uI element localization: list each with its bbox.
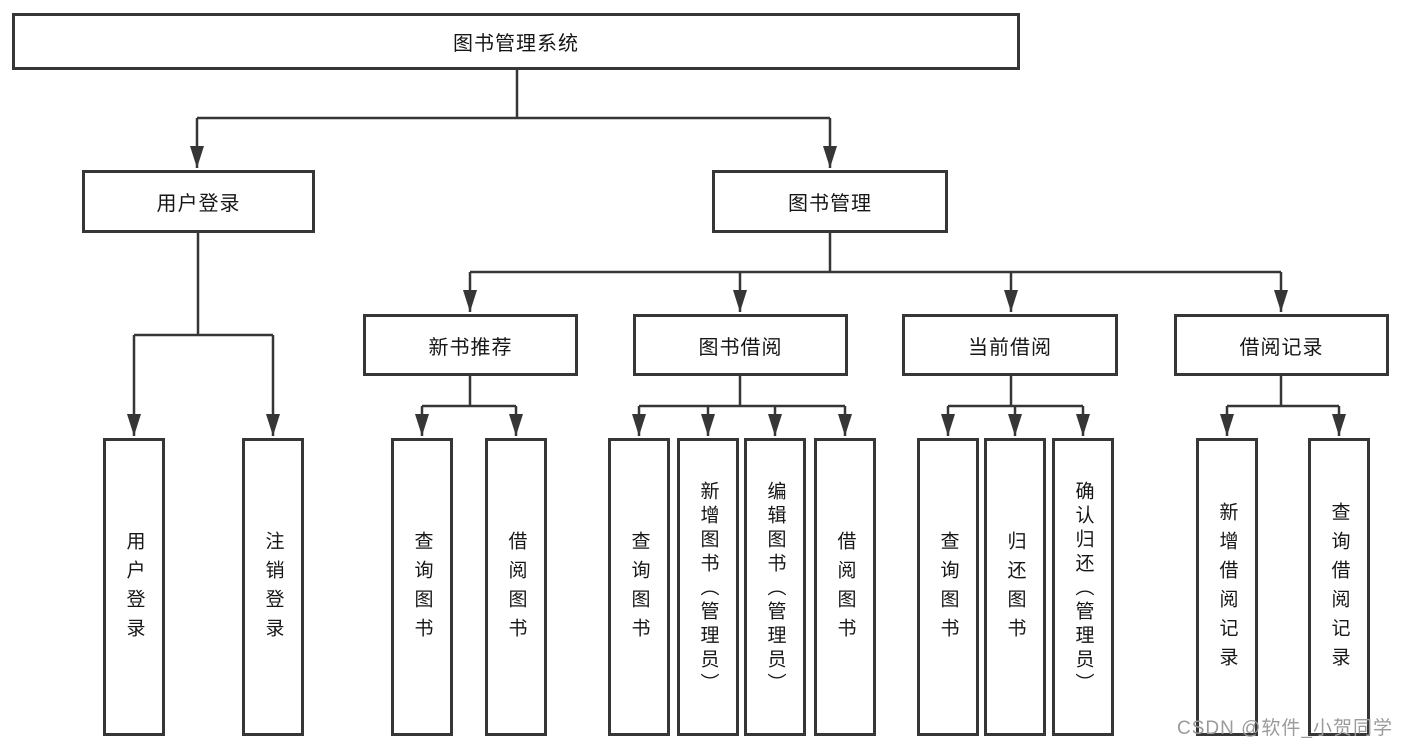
leaf-query-books-current: 查询图书	[917, 438, 979, 736]
node-new-book-recommendation: 新书推荐	[363, 314, 578, 376]
leaf-confirm-return-admin: 确认归还（管理员）	[1052, 438, 1114, 736]
node-current-borrowing: 当前借阅	[902, 314, 1118, 376]
node-book-management: 图书管理	[712, 170, 948, 233]
node-library-management-system: 图书管理系统	[12, 13, 1020, 70]
leaf-user-login: 用户登录	[103, 438, 165, 736]
leaf-edit-book-admin: 编辑图书（管理员）	[744, 438, 806, 736]
leaf-query-books-recommend: 查询图书	[391, 438, 453, 736]
leaf-borrow-books-borrowing: 借阅图书	[814, 438, 876, 736]
node-borrowing-records: 借阅记录	[1174, 314, 1389, 376]
csdn-watermark: CSDN @软件_小贺同学	[1177, 718, 1393, 739]
node-user-login: 用户登录	[82, 170, 315, 233]
leaf-add-book-admin: 新增图书（管理员）	[677, 438, 739, 736]
leaf-query-books-borrowing: 查询图书	[608, 438, 670, 736]
leaf-add-borrow-record: 新增借阅记录	[1196, 438, 1258, 736]
leaf-return-books: 归还图书	[984, 438, 1046, 736]
leaf-query-borrow-record: 查询借阅记录	[1308, 438, 1370, 736]
leaf-borrow-books-recommend: 借阅图书	[485, 438, 547, 736]
node-book-borrowing: 图书借阅	[633, 314, 848, 376]
leaf-logout: 注销登录	[242, 438, 304, 736]
